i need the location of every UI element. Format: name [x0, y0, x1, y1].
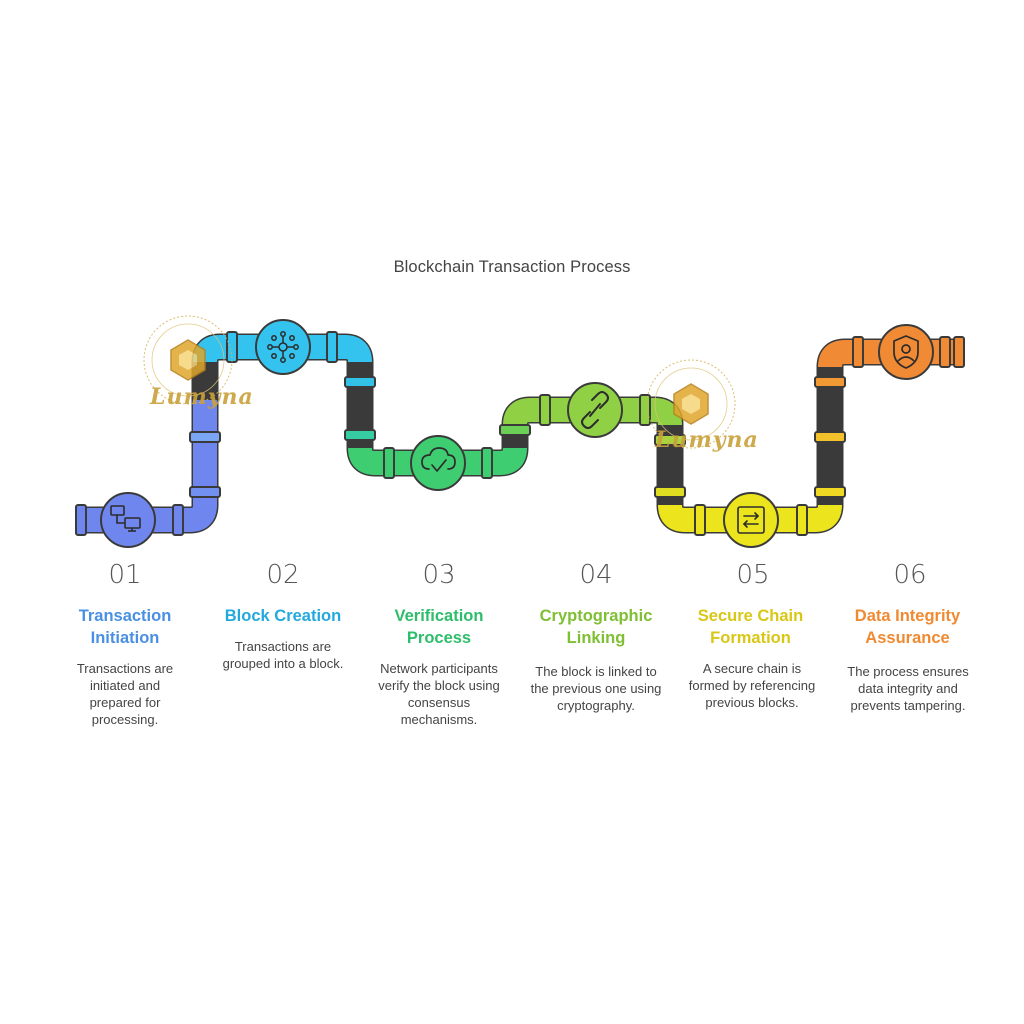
cloud-check-icon [421, 447, 456, 472]
step-5-title: Secure Chain Formation [697, 607, 804, 647]
step-1-valve [100, 492, 156, 548]
flange [814, 486, 846, 498]
step-3-number: 03 [422, 560, 456, 590]
step-3-title: Verification Process [394, 607, 484, 647]
flange [481, 447, 493, 479]
flange [344, 376, 376, 388]
pipe-end-cap-left [75, 504, 87, 536]
network-node-icon [267, 331, 299, 363]
step-6-number: 06 [893, 560, 927, 590]
step-4-description: The block is linked to the previous one … [530, 664, 662, 713]
step-2-description: Transactions are grouped into a block. [222, 639, 344, 671]
step-2-title: Block Creation [224, 607, 342, 625]
watermark-text: Lumyna [655, 427, 759, 453]
step-2-number: 02 [266, 560, 300, 590]
flange [189, 431, 221, 443]
step-1-description: Transactions are initiated and prepared … [76, 661, 174, 727]
step-5-number: 05 [736, 560, 770, 590]
flange [539, 394, 551, 426]
flange [189, 486, 221, 498]
step-6-valve [878, 324, 934, 380]
flange [814, 376, 846, 388]
flange [852, 336, 864, 368]
pipe-end-cap-right [953, 336, 965, 368]
flange [939, 336, 951, 368]
flange [344, 429, 376, 441]
step-3-description: Network participants verify the block us… [378, 661, 500, 727]
step-5-valve [723, 492, 779, 548]
flange [639, 394, 651, 426]
flange [499, 424, 531, 436]
step-5-description: A secure chain is formed by referencing … [688, 661, 816, 710]
step-1-number: 01 [108, 560, 142, 590]
flange [796, 504, 808, 536]
flange [226, 331, 238, 363]
step-6-title: Data Integrity Assurance [854, 607, 961, 647]
flange [654, 486, 686, 498]
step-4-number: 04 [579, 560, 613, 590]
step-3-valve [410, 435, 466, 491]
chain-link-icon [581, 391, 609, 429]
flange [814, 431, 846, 443]
step-4-valve [567, 382, 623, 438]
step-1-title: Transaction Initiation [78, 607, 172, 647]
network-computers-icon [110, 505, 141, 532]
flange [694, 504, 706, 536]
step-6-description: The process ensures data integrity and p… [847, 664, 969, 713]
watermark-text: Lumyna [150, 384, 254, 410]
exchange-frame-icon [737, 506, 765, 534]
step-4-title: Cryptographic Linking [539, 607, 653, 647]
flange [383, 447, 395, 479]
diagram-title: Blockchain Transaction Process [393, 258, 631, 276]
watermark-logo [646, 359, 736, 449]
flange [326, 331, 338, 363]
flange [172, 504, 184, 536]
user-shield-icon [893, 335, 919, 369]
watermark-logo [143, 315, 233, 405]
step-2-valve [255, 319, 311, 375]
